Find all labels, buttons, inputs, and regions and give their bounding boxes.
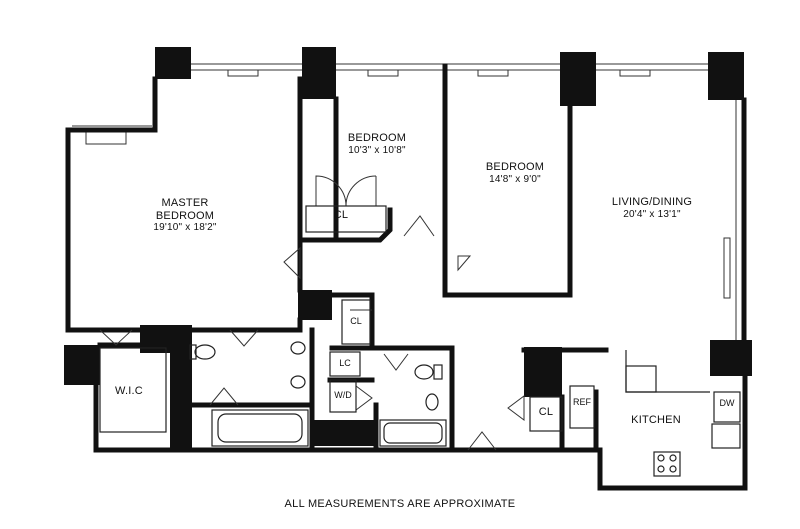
dishwasher-label: DW	[719, 398, 735, 408]
columns	[64, 47, 752, 450]
kitchen-name: KITCHEN	[631, 414, 681, 426]
closet-entry-label: CL	[538, 406, 554, 418]
living-dining-name: LIVING/DINING	[611, 196, 693, 208]
wic-name: W.I.C	[115, 385, 143, 397]
footer-note: ALL MEASUREMENTS ARE APPROXIMATE	[284, 498, 516, 510]
living-dining-dims: 20'4" x 13'1"	[623, 208, 681, 220]
linen-closet-label: LC	[339, 358, 351, 368]
bedroom-b-dims: 14'8" x 9'0"	[489, 173, 541, 185]
kitchen-label: KITCHEN	[616, 414, 696, 427]
master-bedroom-name-2: BEDROOM	[155, 209, 215, 222]
wic-label: W.I.C	[104, 385, 154, 398]
washer-dryer-label: W/D	[334, 390, 352, 400]
bedroom-a-label: BEDROOM 10'3" x 10'8"	[322, 132, 432, 156]
bedroom-b-name: BEDROOM	[485, 161, 545, 173]
closet-bedroom-label: CL	[333, 209, 349, 221]
bedroom-b-label: BEDROOM 14'8" x 9'0"	[460, 161, 570, 185]
closet-hall-label: CL	[350, 316, 362, 326]
master-bedroom-label: MASTER BEDROOM 19'10" x 18'2"	[130, 197, 240, 234]
living-dining-label: LIVING/DINING 20'4" x 13'1"	[592, 196, 712, 220]
doors	[99, 175, 525, 451]
bedroom-a-dims: 10'3" x 10'8"	[348, 144, 406, 156]
master-bedroom-dims: 19'10" x 18'2"	[153, 222, 217, 234]
refrigerator-label: REF	[573, 397, 591, 407]
master-bedroom-name-1: MASTER	[161, 197, 209, 209]
bedroom-a-name: BEDROOM	[347, 132, 407, 144]
fixtures-outlines	[99, 205, 741, 477]
